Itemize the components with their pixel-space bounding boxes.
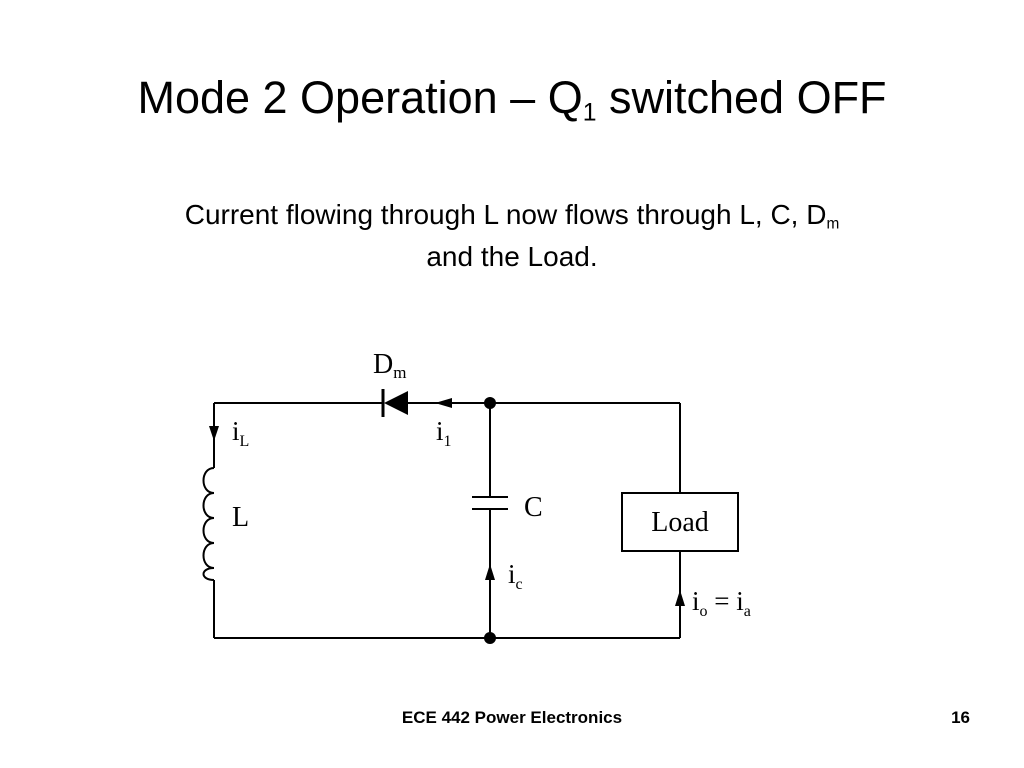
slide-title: Mode 2 Operation – Q1 switched OFF xyxy=(0,68,1024,128)
slide-subtitle: Current flowing through L now flows thro… xyxy=(0,194,1024,278)
inductor-coil xyxy=(202,467,215,581)
circuit-wires xyxy=(202,402,739,639)
arrow-i1 xyxy=(435,398,452,408)
junction-top xyxy=(484,397,496,409)
subtitle-line-2: and the Load. xyxy=(426,241,598,272)
title-tail: switched OFF xyxy=(596,72,887,123)
label-c: C xyxy=(524,492,543,523)
footer-page-number: 16 xyxy=(951,708,970,727)
label-i1: i1 xyxy=(436,416,452,450)
arrow-ic xyxy=(485,564,495,580)
subtitle-line-1-text: Current flowing through L now flows thro… xyxy=(184,199,827,230)
label-l: L xyxy=(232,502,249,533)
label-ic: ic xyxy=(508,559,523,593)
junction-bottom xyxy=(484,632,496,644)
title-main: Mode 2 Operation – Q xyxy=(137,72,583,123)
label-io-ia: io = ia xyxy=(692,586,751,620)
arrow-il xyxy=(209,426,219,441)
subtitle-line-1: Current flowing through L now flows thro… xyxy=(0,194,1024,236)
subtitle-line-1-subscript: m xyxy=(826,215,840,233)
label-il: iL xyxy=(232,416,249,450)
footer-course: ECE 442 Power Electronics xyxy=(401,708,623,727)
label-load: Load xyxy=(651,507,709,538)
arrow-io xyxy=(675,590,685,606)
title-subscript: 1 xyxy=(582,99,597,127)
diode-triangle xyxy=(384,391,408,415)
diode-dm xyxy=(381,389,408,417)
label-dm: Dm xyxy=(373,349,406,382)
